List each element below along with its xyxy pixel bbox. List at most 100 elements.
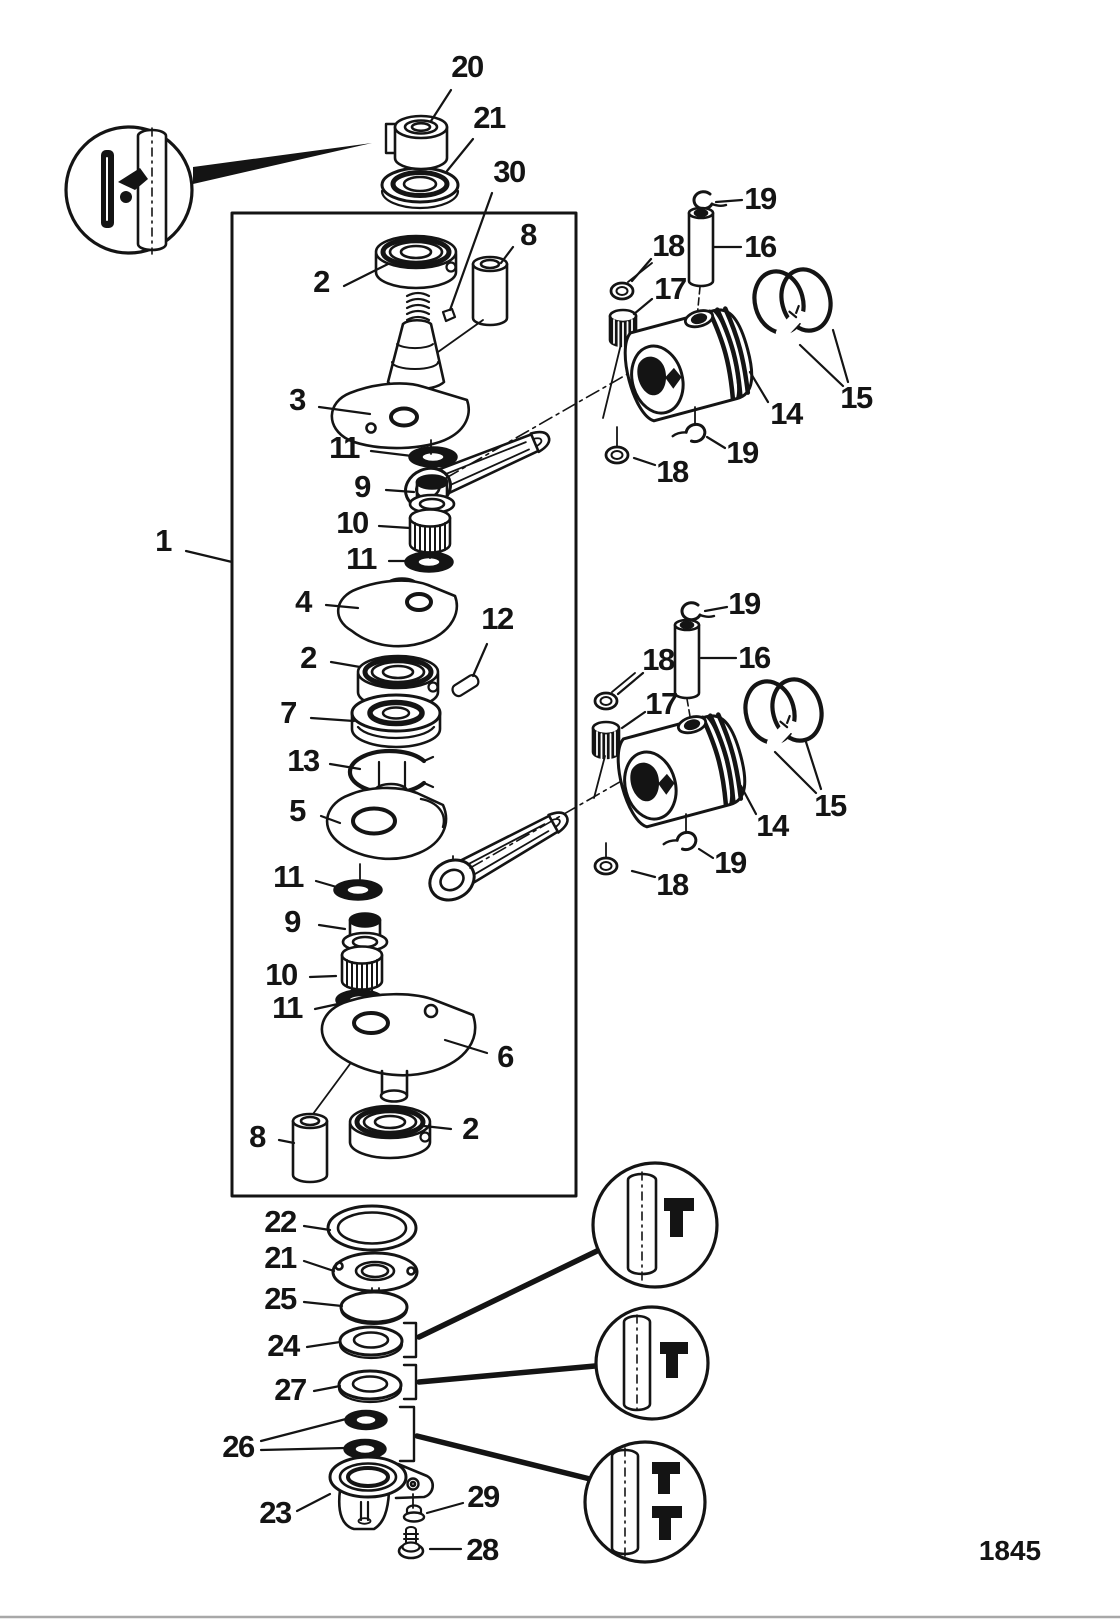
callout-22-leader [302, 1224, 332, 1232]
callout-26: 26 [222, 1429, 255, 1464]
callout-17b-leader [620, 710, 647, 730]
callout-14b-leader [739, 784, 758, 816]
callout-11a: 11 [329, 430, 360, 465]
callout-11c-leader [314, 879, 342, 890]
callout-15a-leader-1 [798, 343, 845, 388]
part-4-crank-web-mid [336, 577, 459, 648]
part-18-washer-1b [604, 445, 630, 465]
part-18-washer-1a [609, 281, 635, 301]
callout-19c-leader [703, 605, 729, 613]
callout-11d: 11 [272, 990, 303, 1025]
bearing-20-bracket [384, 122, 401, 155]
callout-19b-leader [705, 435, 727, 450]
part-22-oring [326, 1204, 418, 1252]
part-23-end-cap [328, 1455, 434, 1531]
callout-18a-leader [630, 257, 653, 283]
part-24-seal-ring [338, 1325, 404, 1360]
callout-10b: 10 [265, 957, 297, 992]
callout-25-leader [302, 1300, 344, 1308]
callout-8b: 8 [249, 1119, 266, 1154]
part-18-washer-2a [593, 691, 619, 711]
part-16-wrist-pin-1 [687, 206, 715, 288]
callout-18c-leader [616, 671, 645, 696]
detail-brackets [398, 1321, 418, 1463]
dowel-8b-assembly-line [312, 1063, 351, 1115]
callout-7: 7 [280, 695, 296, 730]
callout-1-leader [184, 549, 234, 564]
callout-15b: 15 [814, 788, 847, 823]
callout-20: 20 [451, 49, 483, 84]
part-21-seal-plate [331, 1251, 419, 1296]
page-number: 1845 [979, 1535, 1041, 1566]
part-14-piston-2 [609, 707, 752, 830]
part-10-needle-bearing-2 [340, 945, 384, 997]
callout-21a: 21 [473, 100, 506, 135]
callout-22: 22 [264, 1204, 296, 1239]
callout-17a: 17 [654, 271, 686, 306]
callout-19c: 19 [728, 586, 761, 621]
part-15-piston-rings-2 [739, 674, 828, 748]
callout-2b: 2 [300, 640, 316, 675]
callout-2b-leader [329, 660, 362, 669]
part-29-grommet [402, 1493, 426, 1523]
callout-18c: 18 [642, 642, 675, 677]
callout-19a-leader [714, 198, 744, 204]
callout-9a-leader [384, 488, 416, 494]
part-19-clip-1a [692, 190, 728, 211]
callout-28: 28 [466, 1532, 499, 1567]
part-12-pin [451, 674, 480, 698]
pointer-to-detail-3 [414, 1433, 593, 1482]
part-19-clip-1b [669, 420, 709, 451]
callout-19d: 19 [714, 845, 747, 880]
callout-21b-leader [302, 1259, 336, 1273]
callout-5: 5 [289, 793, 306, 828]
piston-assembly-2 [591, 601, 828, 876]
callout-6-leader [443, 1038, 489, 1055]
callout-15b-leader [804, 740, 823, 791]
callout-27: 27 [274, 1372, 306, 1407]
callout-26-leader [259, 1417, 348, 1443]
callout-13-leader [328, 762, 362, 771]
part-26-small-seals [343, 1409, 388, 1460]
part-17-needle-2 [591, 720, 621, 763]
part-2-bearing-bottom [350, 1106, 430, 1158]
callout-6: 6 [497, 1039, 514, 1074]
callout-19b: 19 [726, 435, 759, 470]
callout-17a-leader [632, 297, 654, 316]
callout-11c: 11 [273, 859, 304, 894]
part-11-washer-3 [332, 878, 384, 902]
callout-14a: 14 [770, 396, 804, 431]
part-10-needle-bearing-1 [408, 508, 452, 560]
callout-18a: 18 [652, 228, 685, 263]
callout-12: 12 [481, 601, 513, 636]
part-18-washer-2b [593, 856, 619, 876]
callout-18b-leader [632, 456, 657, 467]
callout-2c: 2 [462, 1111, 478, 1146]
callout-30-leader [448, 191, 494, 312]
callout-1: 1 [155, 523, 172, 558]
detail-inset-bearing-roller-2 [594, 1305, 710, 1421]
part-11-washer-2 [403, 550, 455, 574]
callout-18b: 18 [656, 454, 689, 489]
callout-14b: 14 [756, 808, 790, 843]
callout-4-leader [324, 603, 360, 610]
part-16-wrist-pin-2 [673, 618, 701, 700]
part-19-clip-2b [660, 828, 700, 859]
callout-19a: 19 [744, 181, 777, 216]
callout-17b: 17 [645, 686, 677, 721]
callout-8a: 8 [520, 217, 537, 252]
callout-21b: 21 [264, 1240, 297, 1275]
callout-18d-leader [630, 869, 657, 879]
callout-27-leader [312, 1384, 342, 1393]
callout-16a: 16 [744, 229, 777, 264]
callout-30: 30 [493, 154, 525, 189]
detail-inset-bearing-roller-1 [591, 1161, 719, 1289]
callout-7-leader [309, 716, 356, 723]
part-14-piston-1 [616, 301, 759, 424]
callout-15b-leader-1 [773, 750, 818, 795]
part-2-bearing-top [376, 236, 456, 288]
callout-20-leader [429, 88, 453, 123]
part-25-washer-disc [339, 1290, 409, 1325]
callout-11d-leader [313, 1002, 340, 1011]
